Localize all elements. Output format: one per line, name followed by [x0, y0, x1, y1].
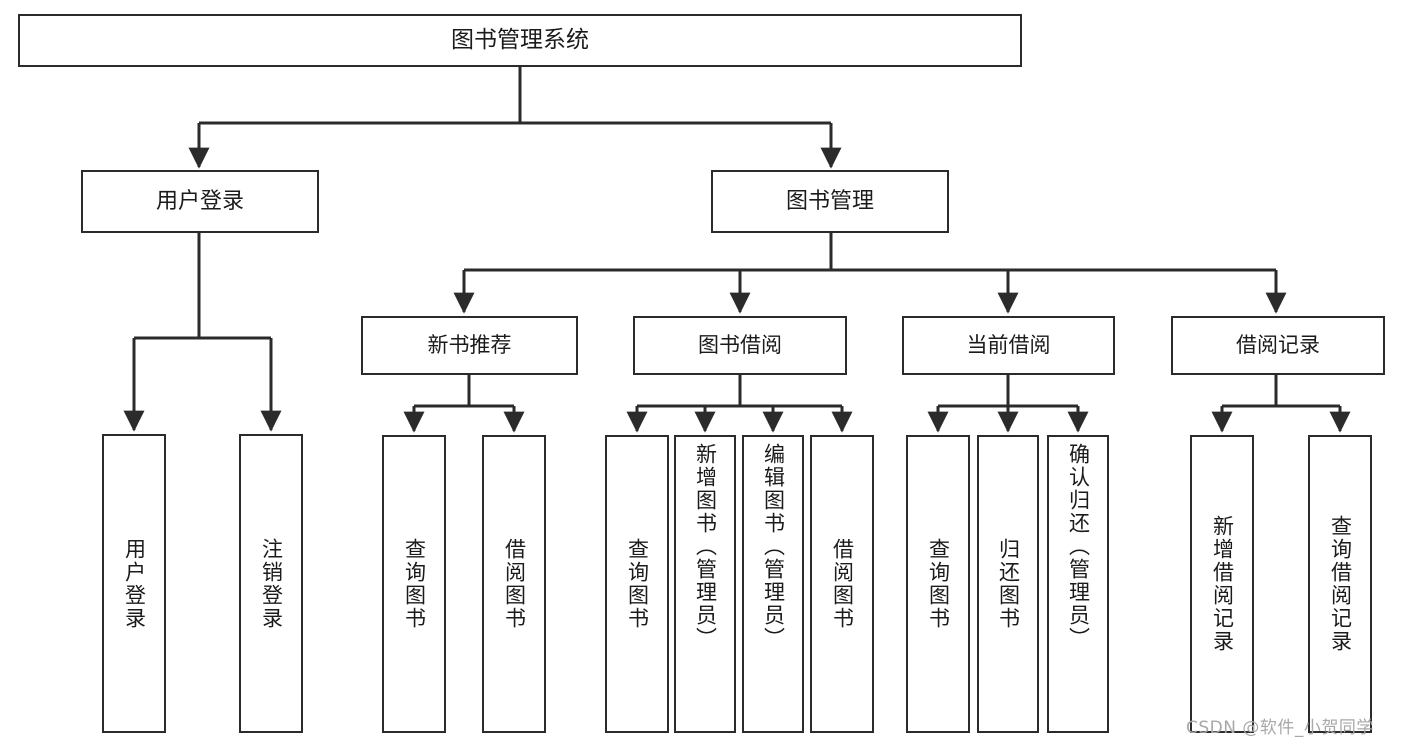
node-borrow-record[interactable]: 借阅记录	[1171, 316, 1385, 375]
node-root-label: 图书管理系统	[451, 27, 589, 54]
node-book-management-label: 图书管理	[785, 188, 874, 214]
node-current-borrow-label: 当前借阅	[966, 333, 1051, 358]
leaf-book-borrow-0[interactable]: 查询图书	[605, 435, 669, 733]
node-user-login[interactable]: 用户登录	[81, 170, 319, 233]
leaf-book-borrow-2[interactable]: 编辑图书（管理员）	[742, 435, 804, 733]
leaf-book-borrow-2-label: 编辑图书（管理员）	[761, 443, 786, 650]
leaf-book-borrow-3[interactable]: 借阅图书	[810, 435, 874, 733]
leaf-user-login-0[interactable]: 用户登录	[102, 434, 166, 733]
watermark-text: CSDN @软件_小贺同学	[1186, 718, 1374, 738]
node-book-borrow[interactable]: 图书借阅	[633, 316, 847, 375]
leaf-user-login-0-label: 用户登录	[122, 537, 147, 630]
leaf-book-borrow-1-label: 新增图书（管理员）	[693, 443, 718, 650]
leaf-new-book-recommend-1[interactable]: 借阅图书	[482, 435, 546, 733]
leaf-new-book-recommend-0-label: 查询图书	[402, 538, 427, 630]
leaf-book-borrow-1[interactable]: 新增图书（管理员）	[674, 435, 736, 733]
leaf-current-borrow-1[interactable]: 归还图书	[977, 435, 1039, 733]
leaf-user-login-1-label: 注销登录	[259, 537, 284, 630]
leaf-borrow-record-1[interactable]: 查询借阅记录	[1308, 435, 1372, 733]
leaf-borrow-record-0[interactable]: 新增借阅记录	[1190, 435, 1254, 733]
leaf-current-borrow-0[interactable]: 查询图书	[906, 435, 970, 733]
leaf-new-book-recommend-1-label: 借阅图书	[502, 538, 527, 630]
node-book-borrow-label: 图书借阅	[698, 333, 782, 358]
leaf-user-login-1[interactable]: 注销登录	[239, 434, 303, 733]
leaf-borrow-record-1-label: 查询借阅记录	[1328, 515, 1353, 653]
leaf-book-borrow-3-label: 借阅图书	[830, 538, 855, 630]
node-new-book-recommend-label: 新书推荐	[427, 333, 512, 358]
node-user-login-label: 用户登录	[155, 188, 244, 214]
leaf-current-borrow-1-label: 归还图书	[996, 538, 1021, 630]
node-current-borrow[interactable]: 当前借阅	[902, 316, 1115, 375]
node-book-management[interactable]: 图书管理	[711, 170, 949, 233]
node-root[interactable]: 图书管理系统	[18, 14, 1022, 67]
leaf-current-borrow-0-label: 查询图书	[926, 538, 951, 630]
leaf-new-book-recommend-0[interactable]: 查询图书	[382, 435, 446, 733]
leaf-borrow-record-0-label: 新增借阅记录	[1210, 515, 1235, 653]
node-new-book-recommend[interactable]: 新书推荐	[361, 316, 578, 375]
node-borrow-record-label: 借阅记录	[1236, 333, 1320, 358]
leaf-book-borrow-0-label: 查询图书	[625, 538, 650, 630]
leaf-current-borrow-2[interactable]: 确认归还（管理员）	[1047, 435, 1109, 733]
leaf-current-borrow-2-label: 确认归还（管理员）	[1066, 443, 1091, 650]
